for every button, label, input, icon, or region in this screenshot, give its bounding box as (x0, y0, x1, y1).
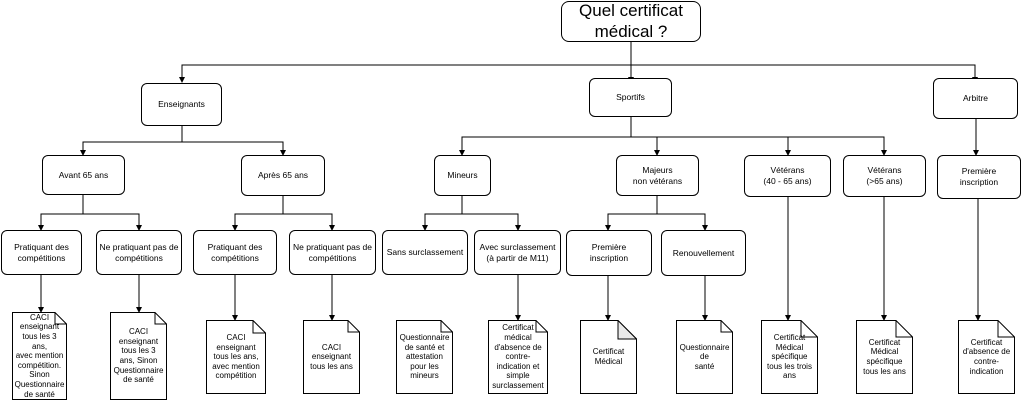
document-shape-icon (110, 312, 167, 400)
option-apres-non-pratiquant: Ne pratiquant pas de compétitions (289, 230, 376, 275)
document-label: CACI enseignant tous les ans, avec menti… (212, 333, 260, 381)
document-certificat-medical: Certificat Médical (580, 320, 637, 394)
document-label: Certificat Médical spécifique tous les t… (767, 333, 812, 381)
document-questionnaire-sante: Questionnaire de santé (676, 320, 733, 394)
option-premiere-inscription: Première inscription (566, 230, 652, 276)
document-certificat-specifique-3ans: Certificat Médical spécifique tous les t… (761, 320, 818, 394)
document-caci-annuel-competition: CACI enseignant tous les ans, avec menti… (206, 320, 266, 394)
document-caci-3ans-questionnaire: CACI enseignant tous les 3 ans, Sinon Qu… (110, 312, 167, 400)
category-majeurs: Majeurs non vétérans (616, 155, 699, 196)
option-apres-pratiquant: Pratiquant des compétitions (193, 230, 277, 275)
document-label: Certificat médical d'absence de contre- … (492, 323, 544, 390)
document-label: Certificat Médical (592, 347, 625, 366)
document-label: Certificat Médical spécifique tous les a… (863, 337, 906, 376)
document-shape-icon (396, 320, 453, 394)
document-shape-icon (856, 320, 913, 394)
category-mineurs: Mineurs (434, 155, 491, 196)
root-question: Quel certificat médical ? (561, 1, 701, 42)
arbitre-premiere-inscription: Première inscription (937, 155, 1021, 199)
option-sans-surclassement: Sans surclassement (382, 230, 468, 275)
option-avant-non-pratiquant: Ne pratiquant pas de compétitions (96, 230, 182, 275)
age-avant-65: Avant 65 ans (42, 155, 125, 195)
document-certificat-absence-ci: Certificat d'absence de contre- indicati… (958, 320, 1015, 394)
option-renouvellement: Renouvellement (661, 230, 746, 276)
document-label: Certificat d'absence de contre- indicati… (962, 337, 1011, 376)
document-label: Questionnaire de santé (679, 342, 730, 371)
category-veterans-40-65: Vétérans (40 - 65 ans) (744, 155, 831, 197)
group-sportifs: Sportifs (589, 78, 672, 117)
document-shape-icon (958, 320, 1015, 394)
document-shape-icon (761, 320, 818, 394)
document-label: CACI enseignant tous les 3 ans, Sinon Qu… (113, 327, 164, 385)
document-shape-icon (303, 320, 360, 394)
document-shape-icon (676, 320, 733, 394)
document-label: CACI enseignant tous les 3 ans, avec men… (14, 312, 65, 399)
document-shape-icon (488, 320, 548, 394)
age-apres-65: Après 65 ans (241, 155, 325, 196)
document-certificat-surclassement: Certificat médical d'absence de contre- … (488, 320, 548, 394)
option-avant-pratiquant: Pratiquant des compétitions (1, 230, 82, 275)
document-questionnaire-mineurs: Questionnaire de santé et attestation po… (396, 320, 453, 394)
document-caci-annuel: CACI enseignant tous les ans (303, 320, 360, 394)
document-label: Questionnaire de santé et attestation po… (399, 333, 450, 381)
option-avec-surclassement: Avec surclassement (à partir de M11) (474, 230, 561, 275)
document-shape-icon (206, 320, 266, 394)
document-shape-icon (12, 312, 67, 400)
group-enseignants: Enseignants (141, 83, 222, 126)
document-label: CACI enseignant tous les ans (310, 342, 353, 371)
category-veterans-65: Vétérans (>65 ans) (843, 155, 926, 197)
document-certificat-specifique-annuel: Certificat Médical spécifique tous les a… (856, 320, 913, 394)
document-caci-3ans-competition: CACI enseignant tous les 3 ans, avec men… (12, 312, 67, 400)
document-shape-icon (580, 320, 637, 394)
group-arbitre: Arbitre (933, 78, 1018, 119)
